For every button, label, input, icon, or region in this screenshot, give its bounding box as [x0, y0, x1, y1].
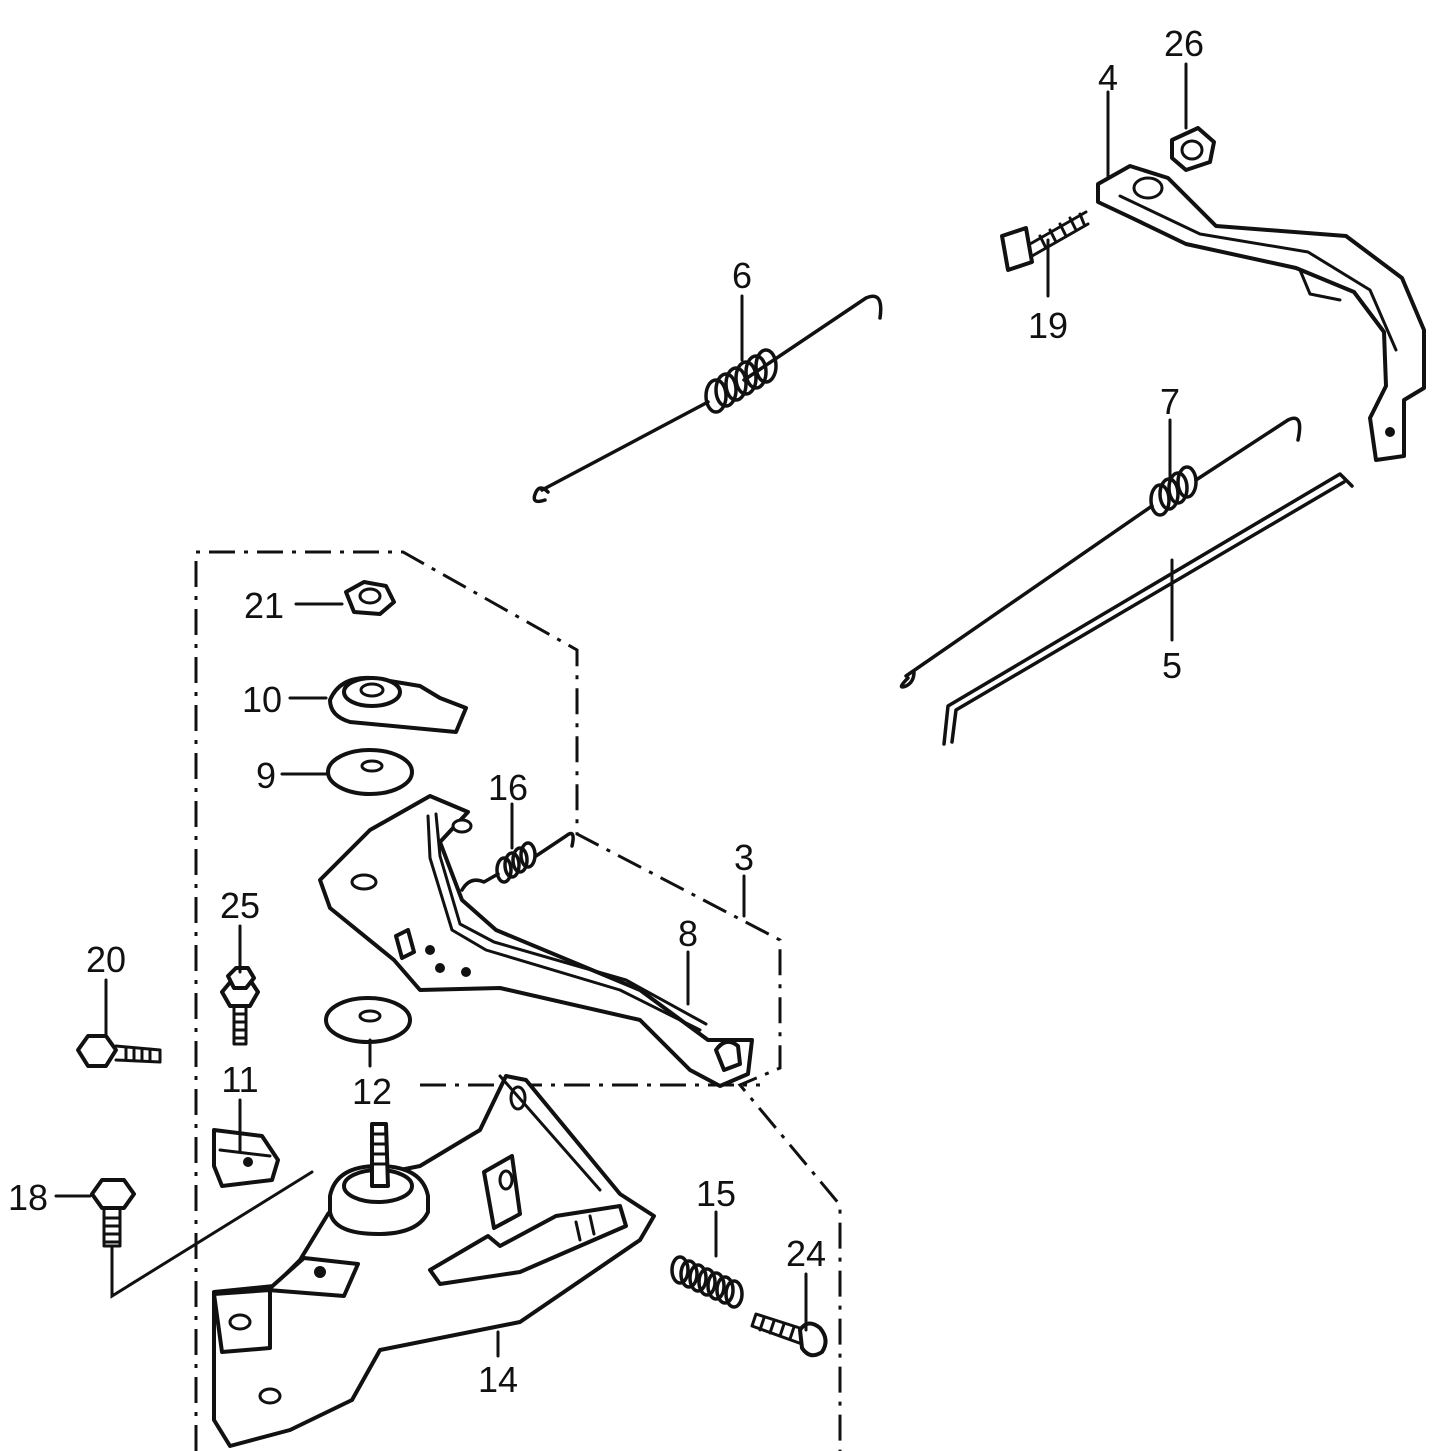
callout-5: 5 [1162, 645, 1182, 686]
part-5-rod [942, 472, 1354, 746]
callout-8: 8 [678, 913, 698, 954]
callout-6: 6 [732, 255, 752, 296]
part-15-spring [670, 1255, 744, 1309]
part-26-nut [1170, 126, 1216, 172]
part-25-bolt [220, 966, 260, 1046]
callout-24: 24 [786, 1233, 826, 1274]
part-18-bolt [90, 1178, 136, 1248]
part-6-spring-rod [532, 294, 883, 504]
callout-18: 18 [8, 1177, 48, 1218]
part-16-spring [460, 831, 575, 892]
part-11-clip-nut [212, 1128, 280, 1188]
part-24-screw [750, 1312, 828, 1358]
callout-14: 14 [478, 1359, 518, 1400]
part-8-arm-rod [426, 812, 742, 1072]
callout-3: 3 [734, 837, 754, 878]
part-14-base-plate [212, 1074, 656, 1448]
callout-11: 11 [221, 1059, 258, 1100]
callout-12: 12 [352, 1071, 392, 1112]
assembly-boundary [194, 550, 842, 1451]
part-10-lever [328, 675, 468, 734]
callout-9: 9 [256, 755, 276, 796]
callout-19: 19 [1028, 305, 1068, 346]
part-7-spring-rod [899, 416, 1302, 689]
callout-26: 26 [1164, 23, 1204, 64]
callout-16: 16 [488, 767, 528, 808]
part-21-nut [344, 580, 396, 616]
part-20-bolt [76, 1034, 162, 1068]
part-12-washer [324, 996, 412, 1044]
leader-lines [54, 62, 1188, 1358]
callout-labels: 26 4 6 19 7 5 21 10 9 16 3 8 25 20 12 11… [8, 23, 1204, 1400]
callout-7: 7 [1160, 381, 1180, 422]
part-9-washer [326, 748, 414, 796]
callout-20: 20 [86, 939, 126, 980]
callout-15: 15 [696, 1173, 736, 1214]
callout-4: 4 [1098, 57, 1118, 98]
callout-21: 21 [244, 585, 284, 626]
part-19-t-bolt [1000, 210, 1090, 272]
part-4-control-arm [1096, 164, 1426, 462]
callout-25: 25 [220, 885, 260, 926]
callout-10: 10 [242, 679, 282, 720]
